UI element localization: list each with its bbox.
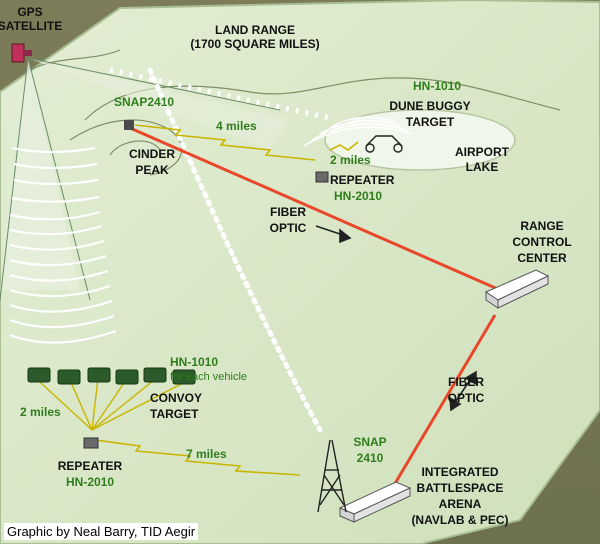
wave-cone-left [9,146,117,344]
dune-buggy-label-2: TARGET [406,115,455,129]
repeater-bottom-label: REPEATER [58,459,123,473]
range-control-building [484,269,550,309]
snap-top-label: SNAP2410 [114,95,174,109]
cinder-peak-label-2: PEAK [135,163,169,177]
four-miles-label: 4 miles [216,119,257,133]
repeater-top-label: REPEATER [330,173,395,187]
airport-lake [324,109,516,171]
integrated-label-1: INTEGRATED [421,465,498,479]
range-control-label-2: CONTROL [512,235,571,249]
airport-lake-label-2: LAKE [466,160,499,174]
buggy-waves [303,116,413,147]
integrated-label-2: BATTLESPACE [417,481,504,495]
battlespace-building [338,481,412,523]
credit-caption: Graphic by Neal Barry, TID Aegir [4,523,199,540]
range-control-label-3: CENTER [517,251,567,265]
convoy-links [39,377,186,431]
wave-beam-top [109,67,331,121]
gps-satellite [11,43,32,63]
convoy-vehicles [27,367,196,385]
airport-lake-label-1: AIRPORT [455,145,510,159]
hn2010-bottom-label: HN-2010 [66,475,114,489]
wave-beam-tower [147,67,323,433]
land-range-label: LAND RANGE [215,23,295,37]
convoy-target-label-1: CONVOY [150,391,202,405]
fiber-optic-1-label-1: FIBER [270,205,306,219]
hn1010-convoy-label: HN-1010 [170,355,218,369]
hn2010-top-label: HN-2010 [334,189,382,203]
convoy-target-label-2: TARGET [150,407,199,421]
integrated-label-3: ARENA [439,497,482,511]
text-labels: GPS SATELLITE LAND RANGE (1700 SQUARE MI… [0,5,572,527]
seven-miles-label: 7 miles [186,447,227,461]
fiber-arrows [315,225,477,412]
land-range-area: (1700 SQUARE MILES) [190,37,319,51]
two-miles-left-label: 2 miles [20,405,61,419]
snap-bottom-label-2: 2410 [357,451,384,465]
range-control-label-1: RANGE [520,219,563,233]
fiber-optic-lines [129,126,501,493]
integrated-label-4: (NAVLAB & PEC) [411,513,508,527]
repeater-boxes [83,171,329,449]
gps-label-2: SATELLITE [0,19,62,33]
wireless-links [94,124,359,476]
snap-bottom-label-1: SNAP [353,435,386,449]
fiber-optic-1-label-2: OPTIC [270,221,307,235]
fiber-optic-2-label-2: OPTIC [448,391,485,405]
hn1010-top-label: HN-1010 [413,79,461,93]
dune-buggy [365,135,403,153]
fiber-optic-2-label-1: FIBER [448,375,484,389]
cinder-peak-label-1: CINDER [129,147,175,161]
snap-tower [317,439,347,513]
snap-top-marker [124,120,134,130]
two-miles-top-label: 2 miles [330,153,371,167]
for-each-vehicle-label: for each vehicle [170,371,247,383]
gps-label-1: GPS [17,5,42,19]
dune-buggy-label-1: DUNE BUGGY [389,99,470,113]
